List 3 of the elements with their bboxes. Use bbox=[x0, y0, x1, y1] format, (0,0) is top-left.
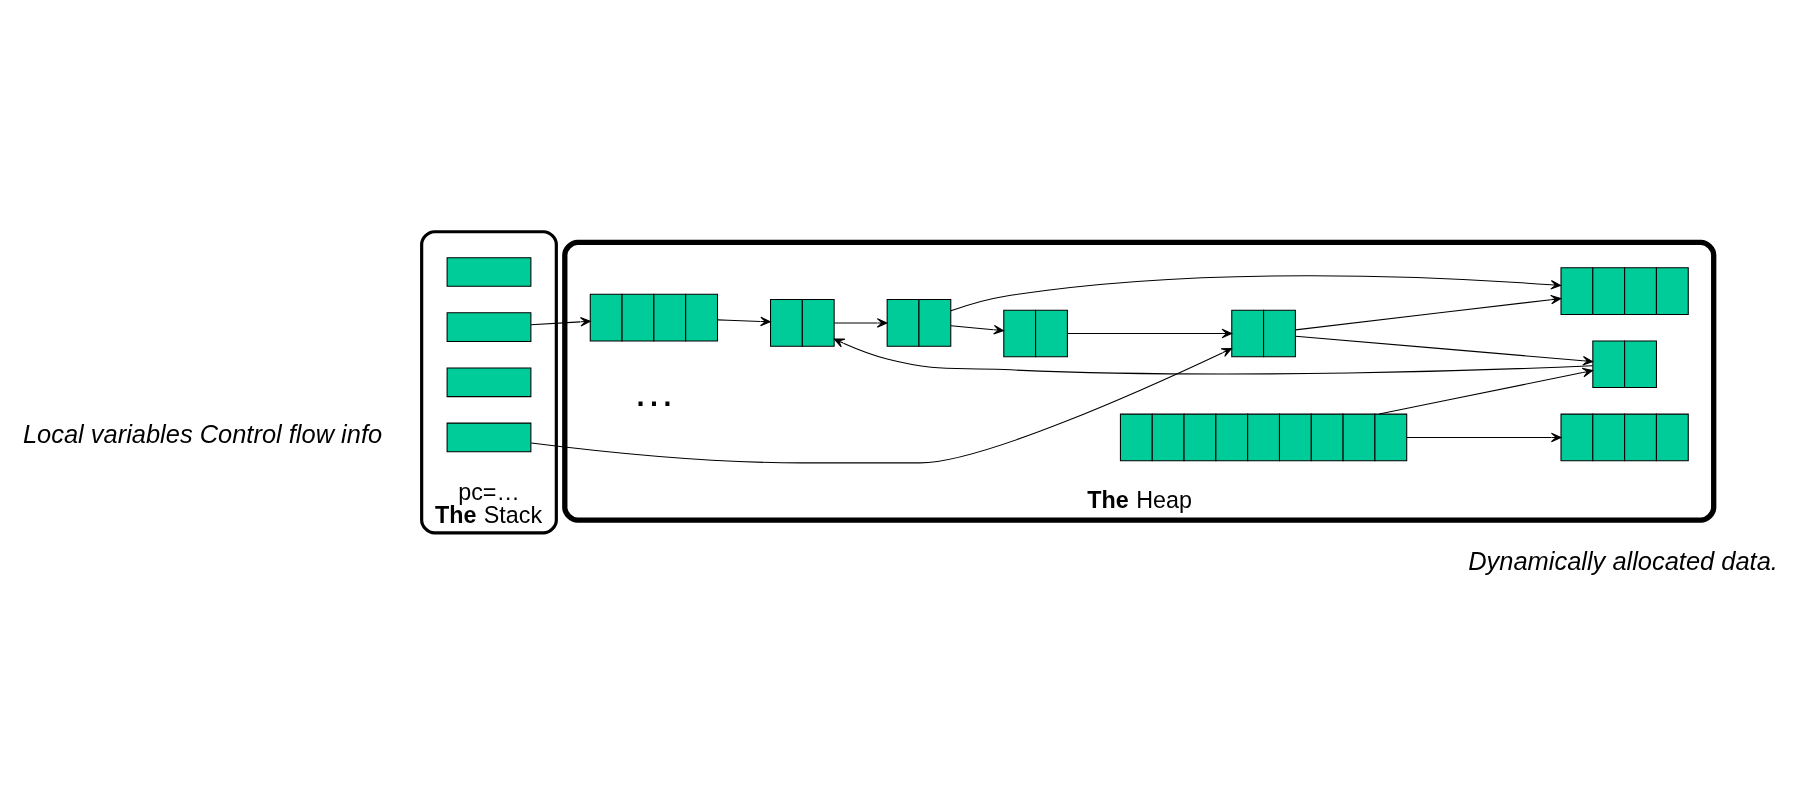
label: … bbox=[632, 367, 675, 415]
node-label: Local variables Control flow info bbox=[22, 419, 382, 448]
node-label: Dynamically allocated data. bbox=[1467, 547, 1778, 576]
